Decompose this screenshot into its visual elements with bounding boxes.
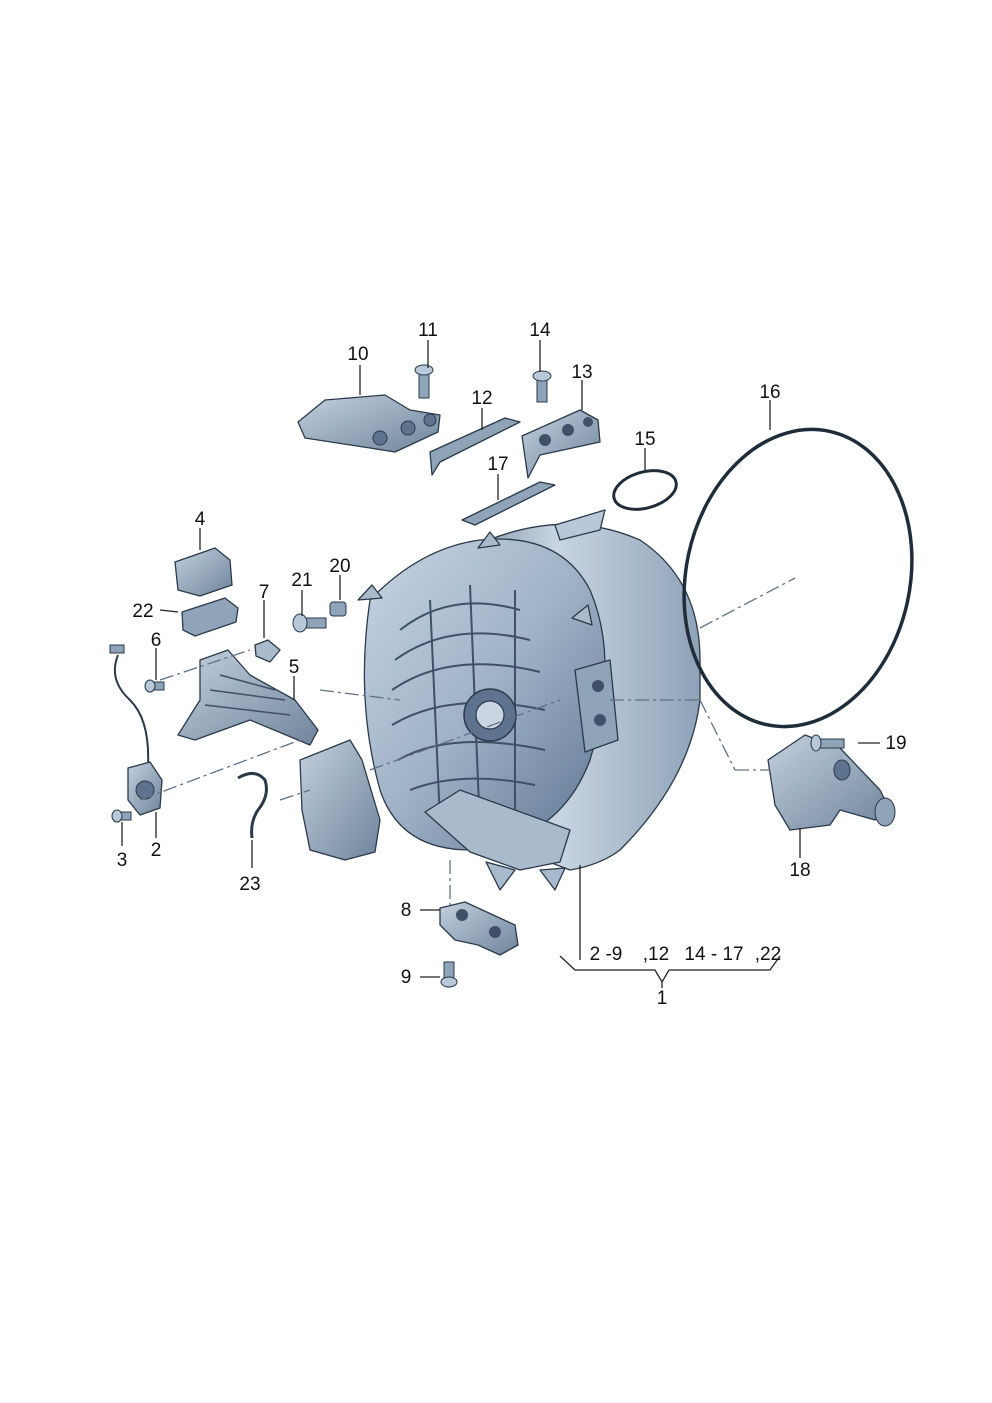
part-21-bolt xyxy=(292,613,327,633)
callout-21: 21 xyxy=(291,570,312,591)
part-5-bracket xyxy=(177,649,319,746)
group-range-22: ,22 xyxy=(755,944,781,965)
callout-3: 3 xyxy=(117,850,128,871)
part-10-cover-plate xyxy=(297,394,441,453)
callout-19: 19 xyxy=(885,733,906,754)
callout-14: 14 xyxy=(529,320,551,341)
callout-1: 1 xyxy=(657,988,668,1009)
part-13-terminal-block xyxy=(521,409,601,479)
housing-lug-right xyxy=(571,604,593,626)
part-9-bolt xyxy=(440,961,458,988)
leader-lines xyxy=(121,340,880,988)
callout-22: 22 xyxy=(132,601,153,622)
part-22-sensor xyxy=(181,597,239,637)
callout-12: 12 xyxy=(471,388,492,409)
callout-labels: 10 11 12 14 13 15 16 17 20 21 4 22 7 6 5… xyxy=(117,320,907,1009)
part-17-strip xyxy=(461,481,556,526)
callout-2: 2 xyxy=(151,840,162,861)
group-range-14-17: 14 - 17 xyxy=(684,944,743,965)
part-3-bolt xyxy=(111,809,132,823)
housing-lug-left xyxy=(357,584,383,601)
housing-lug-bottom-2 xyxy=(539,867,566,891)
housing-lug-bottom xyxy=(485,861,516,891)
motor-housing xyxy=(357,509,701,891)
part-11-bolt xyxy=(414,364,434,399)
part-2-sensor-with-cable xyxy=(109,644,163,816)
callout-13: 13 xyxy=(571,362,592,383)
motor-lower-cover xyxy=(424,789,571,871)
callout-9: 9 xyxy=(401,967,412,988)
connection-plate xyxy=(574,659,619,753)
group-range-12: ,12 xyxy=(643,944,669,965)
part-8-bracket xyxy=(439,901,519,956)
group-range-2-9: 2 -9 xyxy=(590,944,623,965)
part-16-o-ring xyxy=(682,427,914,729)
part-18-coolant-connector xyxy=(767,734,891,831)
callout-10: 10 xyxy=(347,344,368,365)
part-19-bolt xyxy=(810,734,845,752)
part-15-seal-ring xyxy=(612,469,678,511)
part-7-clip xyxy=(254,639,281,663)
callout-11: 11 xyxy=(418,320,438,341)
callout-23: 23 xyxy=(239,874,260,895)
callout-7: 7 xyxy=(259,582,270,603)
housing-lug-top xyxy=(477,531,501,549)
part-6-bolt xyxy=(144,679,165,693)
callout-4: 4 xyxy=(195,509,206,530)
callout-15: 15 xyxy=(634,429,655,450)
part-23-spring-clip xyxy=(237,772,268,839)
callout-6: 6 xyxy=(151,630,162,651)
housing-top-clip xyxy=(554,509,606,541)
part-12-strip xyxy=(429,417,521,476)
callout-5: 5 xyxy=(289,657,300,678)
callout-18: 18 xyxy=(789,860,810,881)
part-20-sleeve xyxy=(329,601,347,617)
callout-8: 8 xyxy=(401,900,412,921)
callout-16: 16 xyxy=(759,382,780,403)
part-4-connector xyxy=(174,547,233,597)
callout-17: 17 xyxy=(487,454,508,475)
housing-side-cover xyxy=(299,739,381,861)
callout-20: 20 xyxy=(329,556,350,577)
part-14-bolt xyxy=(532,370,552,403)
